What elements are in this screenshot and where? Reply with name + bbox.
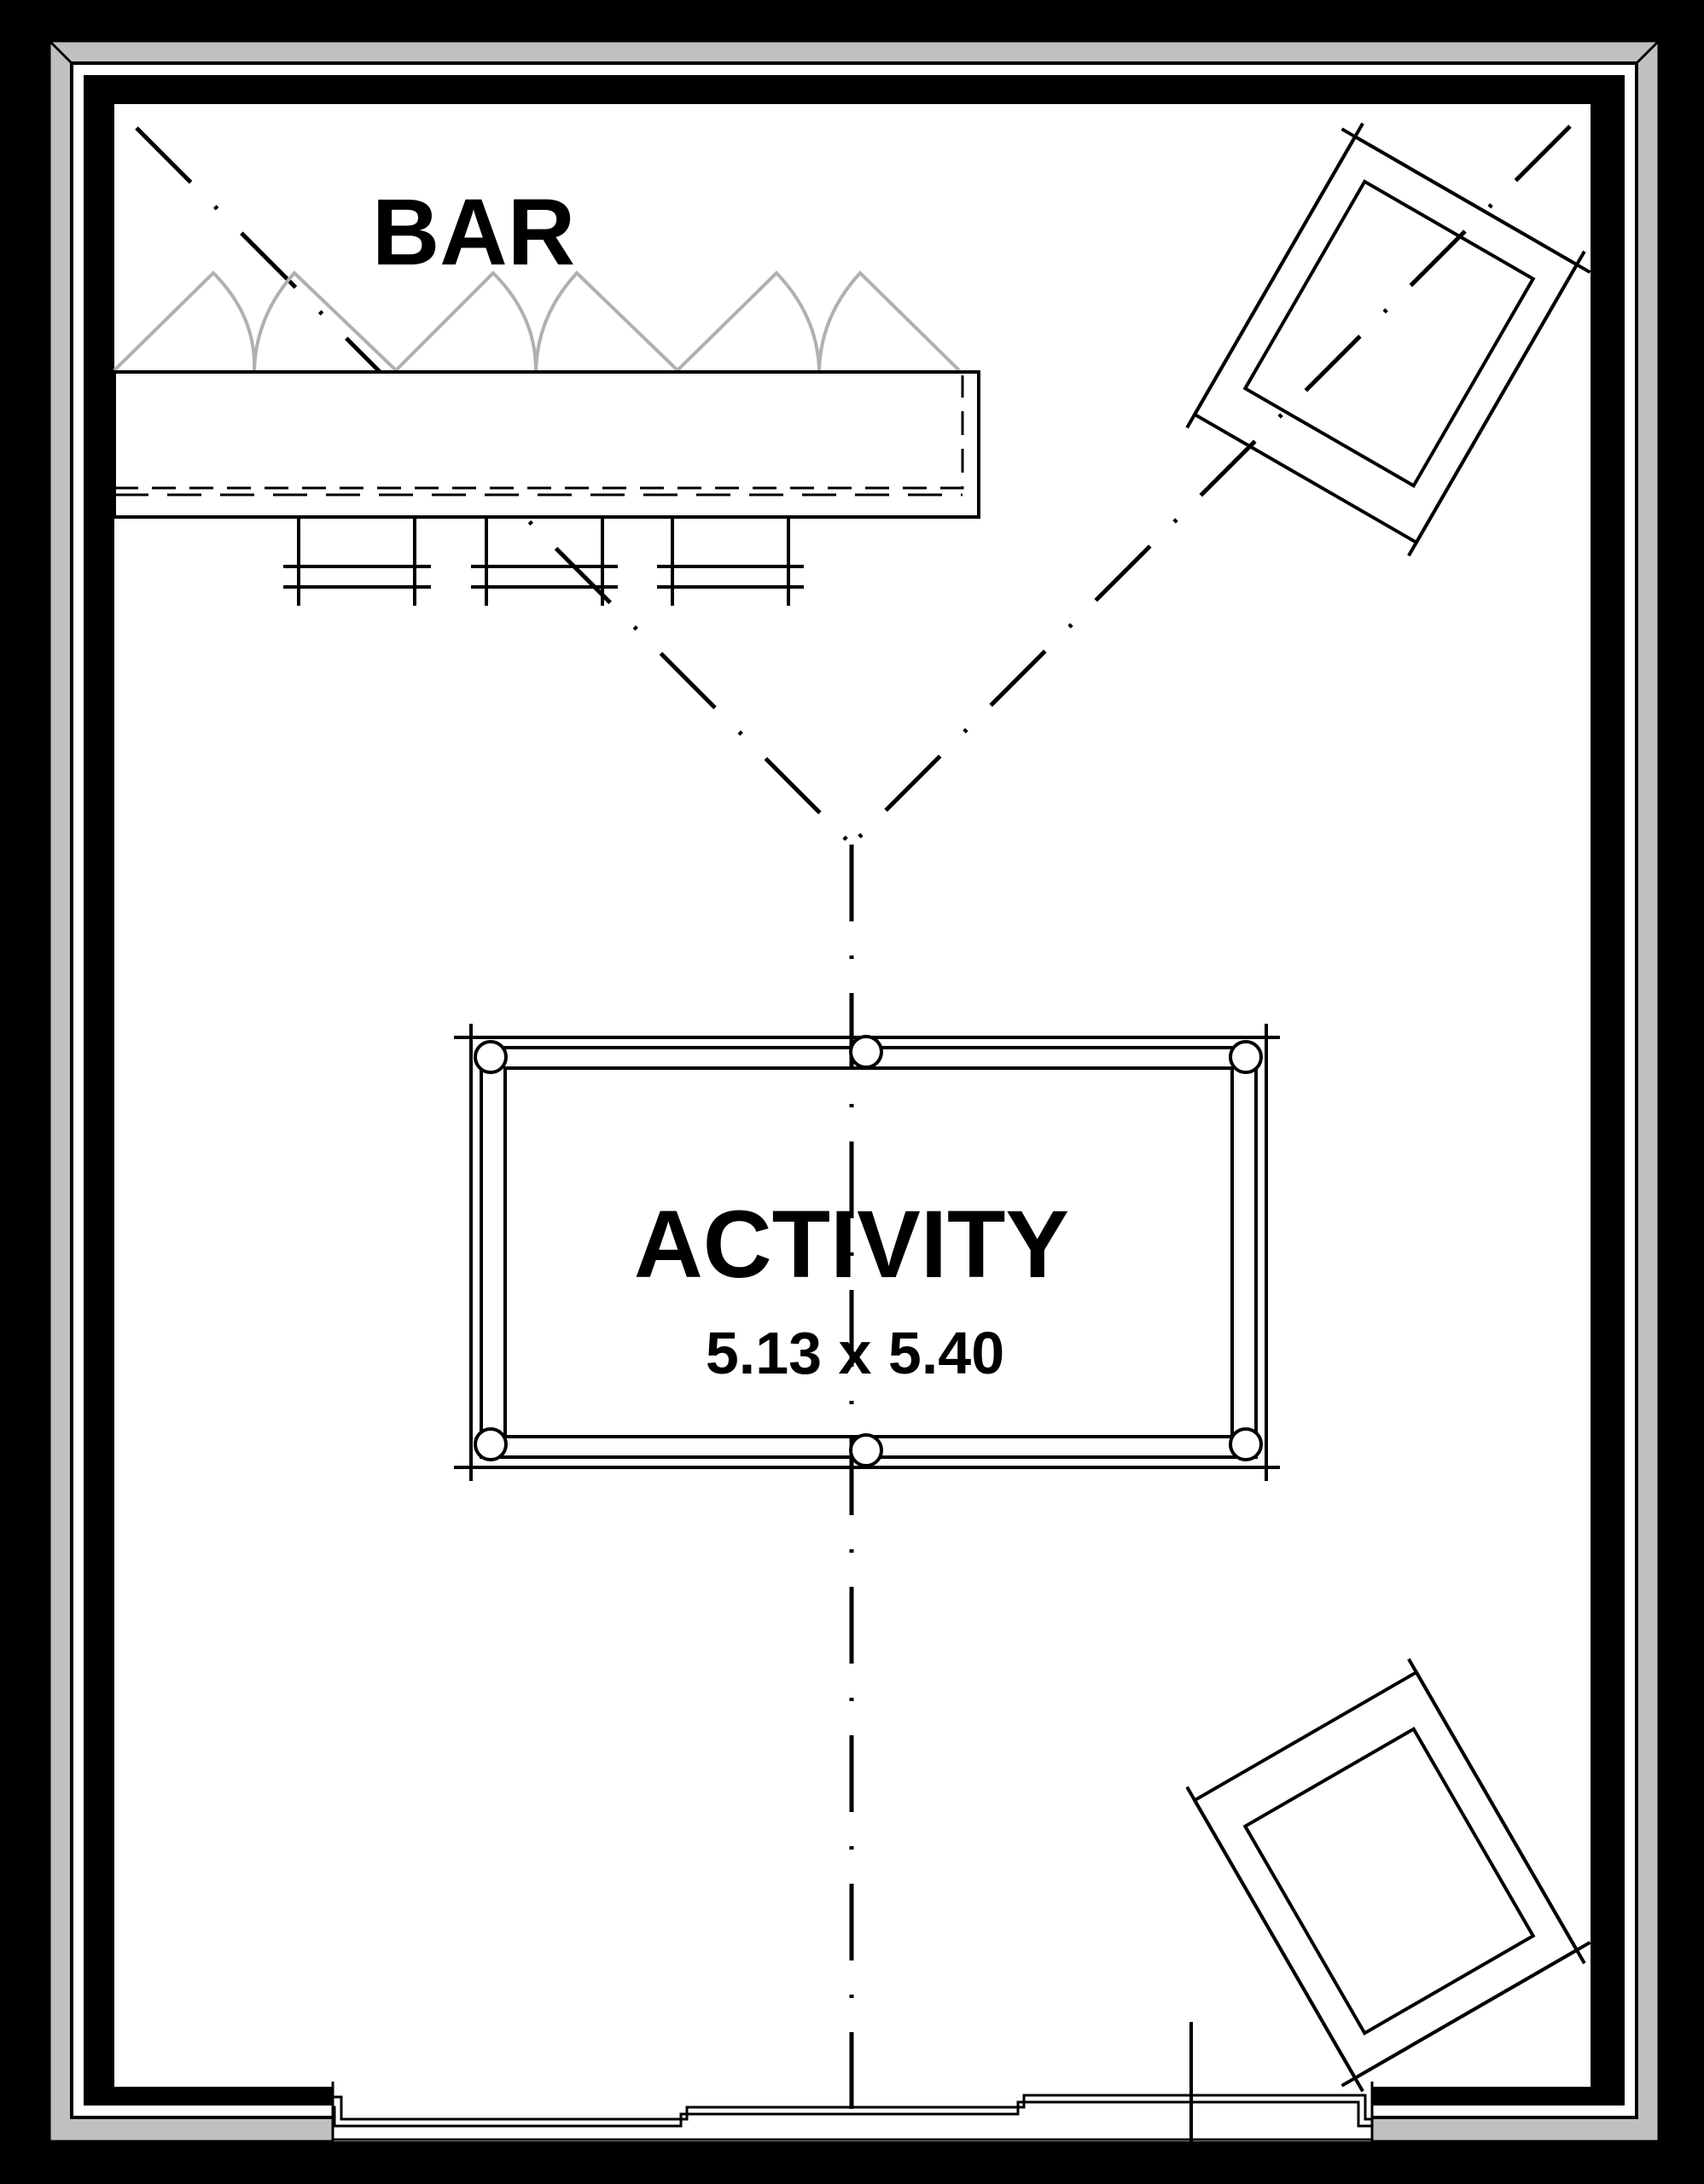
bar-label: BAR <box>372 180 575 285</box>
bar-stool-bases <box>283 517 804 606</box>
pocket-bottom-left <box>474 1427 508 1461</box>
billiard-pockets <box>474 1035 1263 1467</box>
pocket-bottom-middle <box>849 1433 883 1467</box>
pocket-top-left <box>474 1040 508 1074</box>
pocket-bottom-right <box>1229 1427 1263 1461</box>
activity-label: ACTIVITY <box>634 1191 1069 1298</box>
bar-counter <box>113 370 980 519</box>
pocket-top-right <box>1229 1040 1263 1074</box>
armchair-bottom-right <box>1185 1658 1591 2093</box>
bar-stools <box>113 270 961 372</box>
pocket-top-middle <box>849 1035 883 1069</box>
room-dimensions: 5.13 x 5.40 <box>706 1320 1004 1386</box>
armchair-top-right <box>1185 122 1591 557</box>
